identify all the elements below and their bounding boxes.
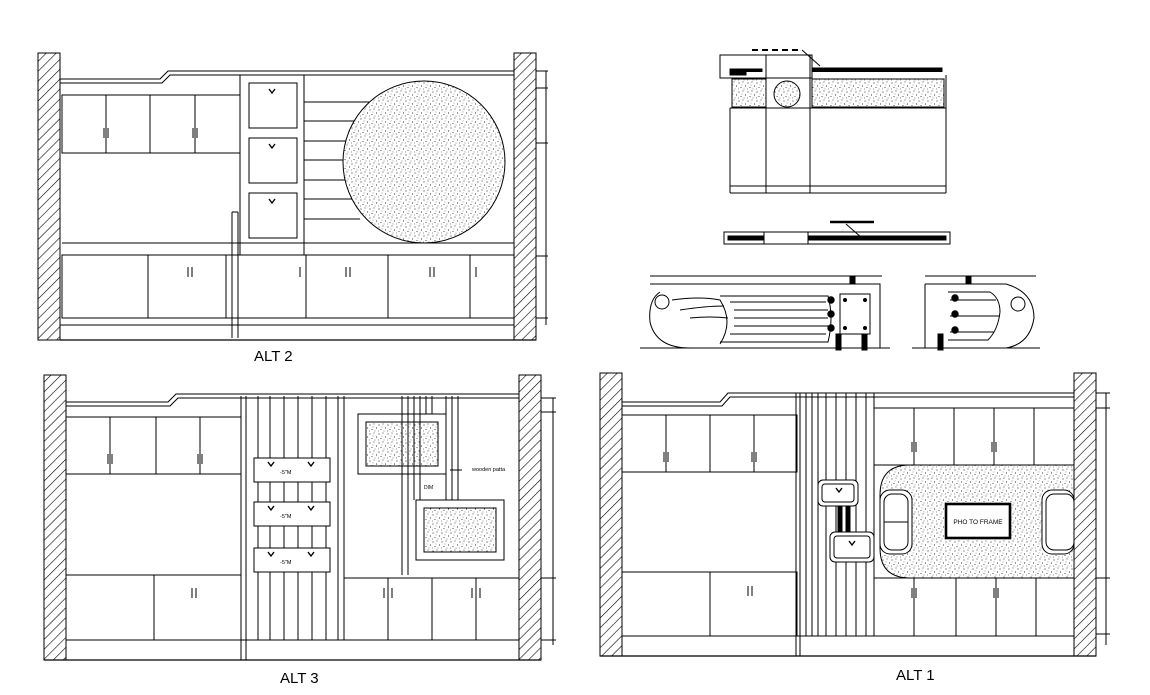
elevation-alt-2 — [37, 52, 548, 341]
left-wall — [43, 374, 67, 661]
wooden-patta-strips — [401, 396, 462, 575]
caption-alt-3: ALT 3 — [280, 670, 319, 687]
stone-feature-panel — [879, 464, 1075, 579]
wooden-patta-label: wooden patta — [471, 467, 506, 473]
elevation-alt-3 — [43, 374, 556, 661]
right-wall — [518, 374, 542, 661]
bottom-cabinets-right — [343, 577, 520, 641]
left-wall — [599, 372, 623, 657]
photo-frame-label: PHO TO FRAME — [953, 519, 1003, 526]
detail-front-view — [719, 49, 947, 194]
right-wall — [513, 52, 537, 341]
slat-column — [240, 396, 345, 660]
detail-side-view-long — [640, 275, 890, 351]
caption-alt-2: ALT 2 — [254, 348, 293, 365]
shelf-slats — [304, 101, 370, 220]
photo-frame — [944, 502, 1012, 540]
detail-side-view-short — [912, 275, 1040, 351]
caption-alt-1: ALT 1 — [896, 667, 935, 684]
frame-panel-lower — [415, 499, 505, 561]
top-cabinets — [621, 407, 1075, 473]
bottom-cabinets — [621, 571, 1075, 637]
left-wall — [37, 52, 61, 341]
detail-plan-view — [723, 220, 951, 245]
dim-label: DIM — [424, 485, 433, 491]
size-label-3: -5"M — [280, 560, 292, 566]
center-column — [231, 74, 305, 338]
slat-column — [795, 393, 875, 656]
false-ceiling — [60, 70, 514, 80]
top-cabinets — [65, 416, 242, 475]
bottom-cabinets — [61, 254, 515, 319]
size-label-2: -5"M — [280, 514, 292, 520]
round-feature-panel — [342, 80, 506, 244]
bottom-cabinets-left — [65, 574, 242, 641]
elevation-alt-1 — [599, 372, 1110, 657]
size-label-1: -5"M — [280, 470, 292, 476]
right-wall — [1073, 372, 1097, 657]
top-cabinets — [61, 94, 241, 154]
